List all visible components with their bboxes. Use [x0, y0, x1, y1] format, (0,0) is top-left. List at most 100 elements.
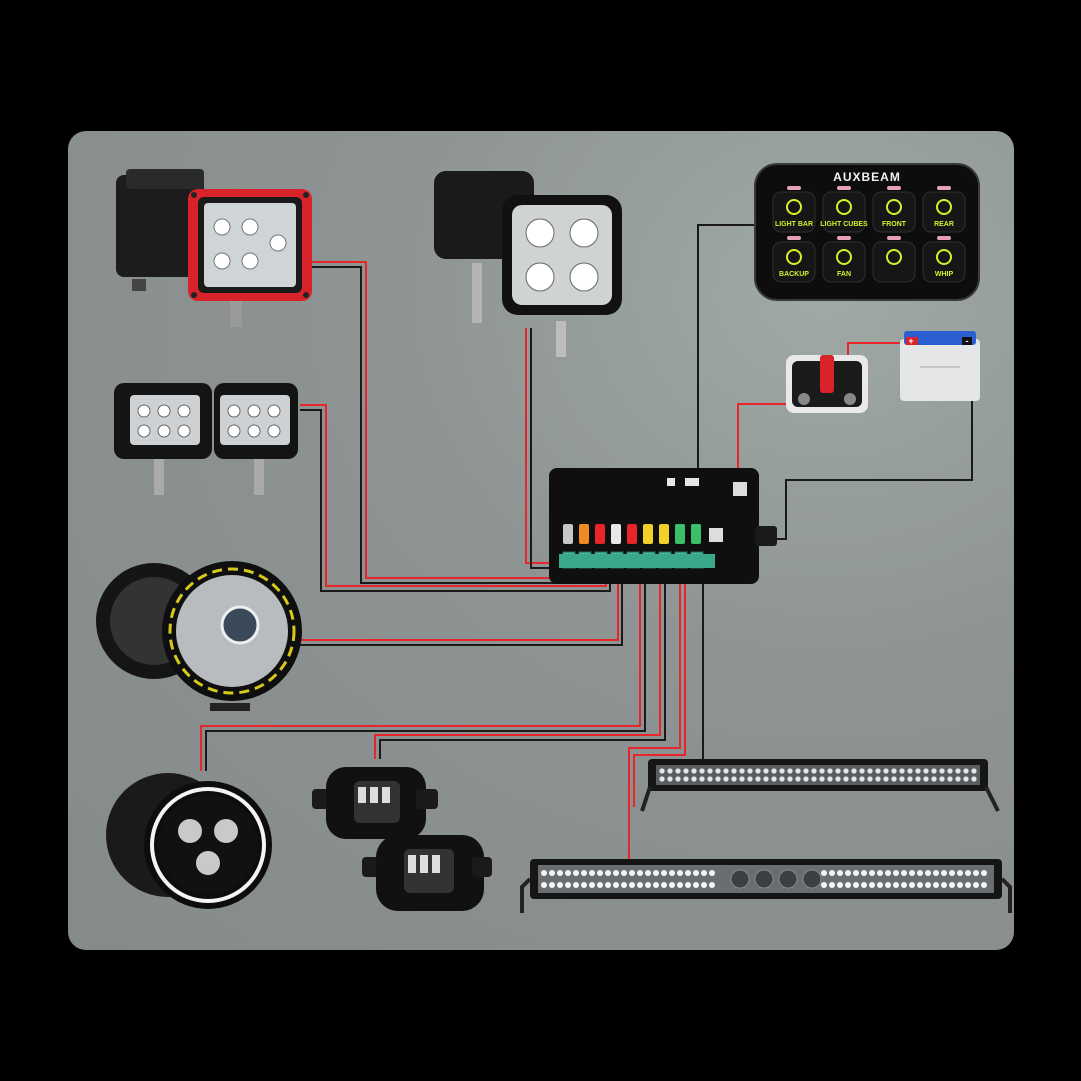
led [917, 882, 923, 888]
single-bar-leds [659, 768, 977, 782]
led [845, 870, 851, 876]
led [931, 776, 937, 782]
led [837, 882, 843, 888]
led [819, 776, 825, 782]
led [549, 882, 555, 888]
round-driving-lights [96, 561, 302, 711]
switch-symbol-icon [786, 199, 802, 215]
switch-button-5[interactable]: BACKUP [772, 236, 816, 283]
led [933, 882, 939, 888]
led [541, 882, 547, 888]
switch-button-1[interactable]: LIGHT BAR [772, 186, 816, 233]
led [723, 776, 729, 782]
switch-button-3[interactable]: FRONT [872, 186, 916, 233]
led [875, 768, 881, 774]
led [683, 768, 689, 774]
led [877, 882, 883, 888]
led [859, 768, 865, 774]
switch-button-2[interactable]: LIGHT CUBES [820, 186, 868, 233]
led [957, 870, 963, 876]
led [581, 882, 587, 888]
wire-headlight-ground [205, 569, 646, 771]
switch-symbol-icon [886, 199, 902, 215]
led [795, 768, 801, 774]
led [669, 882, 675, 888]
led [829, 882, 835, 888]
led [939, 776, 945, 782]
led [701, 882, 707, 888]
led [675, 776, 681, 782]
led [853, 870, 859, 876]
led [763, 776, 769, 782]
led [787, 776, 793, 782]
led [891, 768, 897, 774]
wire-battery-ground [760, 344, 973, 540]
led [827, 768, 833, 774]
fuse [563, 524, 573, 544]
indicator-led [787, 236, 801, 240]
switch-button-6[interactable]: FAN [822, 236, 866, 283]
led [853, 882, 859, 888]
switch-button-4[interactable]: REAR [922, 186, 966, 233]
led [573, 870, 579, 876]
led [731, 776, 737, 782]
switch-button-7[interactable] [872, 236, 916, 283]
fuse [691, 524, 701, 544]
led [845, 882, 851, 888]
spot-lens [802, 869, 822, 889]
led [899, 768, 905, 774]
fuse [659, 524, 669, 544]
spot-lens [754, 869, 774, 889]
led [589, 882, 595, 888]
led [923, 776, 929, 782]
led [941, 882, 947, 888]
led [821, 870, 827, 876]
led [755, 776, 761, 782]
switch-symbol-icon [836, 199, 852, 215]
led [811, 768, 817, 774]
led [883, 776, 889, 782]
led [821, 882, 827, 888]
led [653, 882, 659, 888]
led [803, 776, 809, 782]
led [701, 870, 707, 876]
switch-symbol-icon [936, 249, 952, 265]
led [637, 870, 643, 876]
led [973, 882, 979, 888]
switch-panel-brand: AUXBEAM [833, 170, 901, 184]
led [723, 768, 729, 774]
led [843, 776, 849, 782]
indicator-led [787, 186, 801, 190]
switch-button-8[interactable]: WHIP [922, 236, 966, 283]
led [659, 776, 665, 782]
led [963, 768, 969, 774]
led [835, 768, 841, 774]
led [907, 776, 913, 782]
led [859, 776, 865, 782]
led [851, 776, 857, 782]
led [909, 870, 915, 876]
led [981, 882, 987, 888]
led [629, 870, 635, 876]
led [677, 882, 683, 888]
led [699, 776, 705, 782]
led [739, 768, 745, 774]
led [621, 870, 627, 876]
led [557, 882, 563, 888]
single-row-light-bar [640, 759, 1000, 812]
fuse [611, 524, 621, 544]
switch-button-label: FRONT [882, 221, 907, 228]
led [867, 768, 873, 774]
led [877, 870, 883, 876]
led [629, 882, 635, 888]
led [581, 870, 587, 876]
battery: + - [900, 331, 980, 401]
fog-lights [312, 767, 492, 911]
led [685, 882, 691, 888]
led [653, 870, 659, 876]
led [957, 882, 963, 888]
black-cube-pod-light [434, 171, 622, 357]
led [597, 870, 603, 876]
